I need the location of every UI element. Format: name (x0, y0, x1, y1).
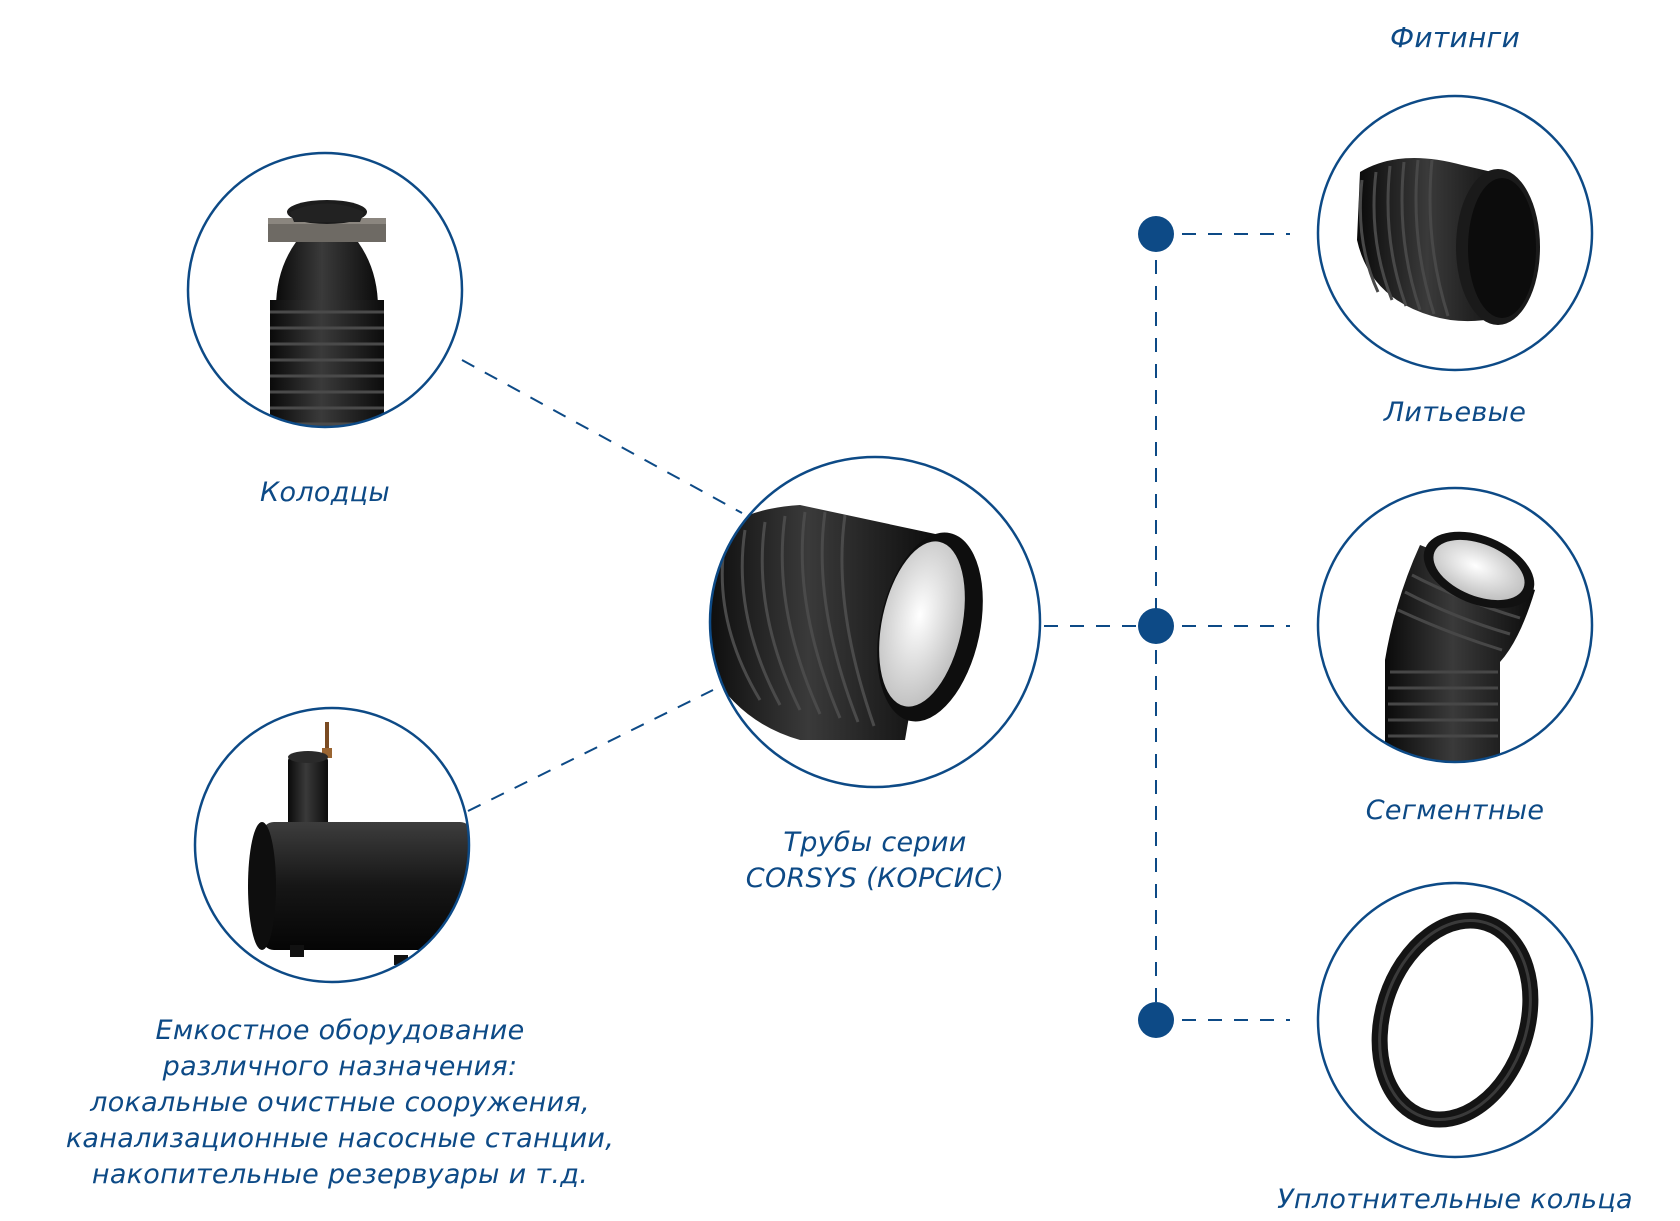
tanks-label-line1: Емкостное оборудование (155, 1015, 525, 1046)
tanks-label: Емкостное оборудование различного назнач… (20, 1013, 660, 1193)
rings-label: Уплотнительные кольца (1277, 1184, 1633, 1215)
well-circle (186, 151, 464, 429)
segment-fitting-circle (1316, 486, 1594, 764)
pipe-circle (708, 455, 1042, 789)
connector-tanks-pipe (467, 689, 714, 812)
wells-label: Колодцы (260, 477, 390, 508)
connector-wells-pipe (461, 359, 743, 514)
pipes-label: Трубы серии CORSYS (КОРСИС) (680, 825, 1070, 897)
tanks-label-line3: локальные очистные сооружения, (90, 1087, 590, 1118)
sealing-ring-illustration (1371, 912, 1539, 1128)
tanks-label-line2: различного назначения: (162, 1051, 518, 1082)
well-illustration (268, 200, 386, 427)
cast-label: Литьевые (1383, 397, 1527, 428)
tank-illustration (248, 722, 469, 965)
tanks-label-line5: накопительные резервуары и т.д. (91, 1159, 589, 1190)
segment-fitting-illustration (1385, 531, 1535, 762)
hub-dot-segment (1138, 608, 1174, 644)
pipes-label-line1: Трубы серии (783, 827, 967, 858)
segment-label: Сегментные (1365, 795, 1545, 826)
pipes-label-line2: CORSYS (КОРСИС) (745, 863, 1005, 894)
tanks-label-line4: канализационные насосные станции, (65, 1123, 615, 1154)
fittings-title: Фитинги (1389, 21, 1521, 54)
hub-dot-rings (1138, 1002, 1174, 1038)
pipe-illustration (710, 505, 983, 740)
sealing-ring-circle (1316, 881, 1594, 1159)
cast-fitting-circle (1316, 94, 1594, 372)
cast-fitting-illustration (1357, 157, 1540, 325)
hub-dot-cast (1138, 216, 1174, 252)
tank-circle (193, 706, 471, 984)
